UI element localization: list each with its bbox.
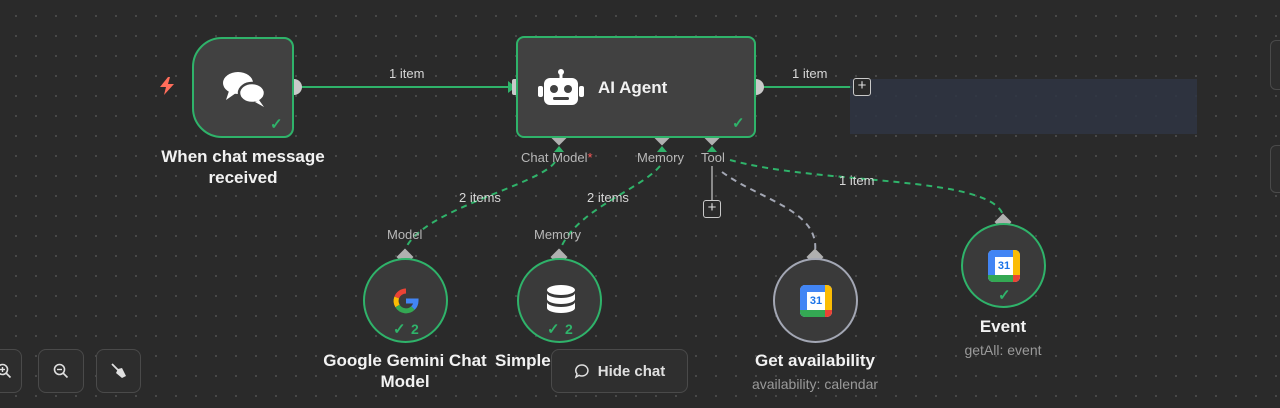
success-check-icon: ✓ — [547, 321, 560, 338]
robot-icon — [538, 69, 584, 112]
chat-model-port-label: Chat Model* — [521, 150, 593, 165]
google-calendar-icon: 31 — [800, 285, 832, 317]
simple-memory-node[interactable]: ✓ 2 — [517, 258, 602, 343]
google-icon — [392, 287, 420, 320]
edge-tool-event[interactable] — [729, 159, 1004, 216]
edge-memory[interactable] — [559, 165, 661, 251]
edge-label: 2 items — [459, 190, 501, 205]
agent-title: AI Agent — [598, 78, 668, 97]
run-count: 2 — [411, 321, 419, 337]
gemini-model-node[interactable]: ✓ 2 — [363, 258, 448, 343]
hide-chat-button[interactable]: Hide chat — [551, 349, 688, 393]
edge-label: 1 item — [839, 173, 875, 188]
success-check-icon: ✓ — [393, 321, 406, 338]
edge-label: 1 item — [792, 66, 828, 81]
ai-agent-node[interactable]: AI Agent ✓ — [516, 36, 756, 138]
chat-bubbles-icon — [221, 69, 269, 114]
event-subtitle: getAll: event — [964, 342, 1042, 358]
gemini-model-title: Google Gemini Chat Model — [323, 351, 487, 391]
zoom-out-button[interactable] — [38, 349, 84, 393]
side-panel-edge[interactable] — [1270, 40, 1280, 90]
tool-port-label: Tool — [701, 150, 725, 165]
broom-icon — [110, 363, 126, 378]
trigger-title: When chat message received — [161, 147, 325, 187]
simple-memory-title: Simple — [495, 351, 551, 370]
database-icon — [546, 285, 576, 322]
edge-tool-availability[interactable] — [721, 171, 817, 253]
event-title: Event — [979, 317, 1027, 336]
port-indicator — [707, 146, 717, 152]
trigger-node[interactable]: ✓ — [192, 37, 294, 138]
lightning-icon — [158, 76, 176, 101]
zoom-in-button[interactable] — [0, 349, 22, 393]
success-check-icon: ✓ — [998, 287, 1011, 304]
run-count: 2 — [565, 321, 573, 337]
get-availability-subtitle: availability: calendar — [751, 376, 879, 392]
memory-node-port-label: Memory — [534, 227, 581, 242]
side-panel-edge[interactable] — [1270, 145, 1280, 193]
google-calendar-icon: 31 — [988, 250, 1020, 282]
add-tool-button[interactable]: + — [703, 200, 721, 218]
chat-icon — [574, 364, 589, 379]
tidy-up-button[interactable] — [96, 349, 141, 393]
get-availability-node[interactable]: 31 — [773, 258, 858, 343]
edge-label: 2 items — [587, 190, 629, 205]
zoom-out-icon — [53, 363, 69, 379]
success-check-icon: ✓ — [270, 116, 283, 133]
get-availability-title: Get availability — [755, 351, 875, 370]
hide-chat-label: Hide chat — [597, 362, 666, 380]
event-node[interactable]: 31 ✓ — [961, 223, 1046, 308]
edge-label: 1 item — [389, 66, 425, 81]
memory-port-label: Memory — [637, 150, 684, 165]
add-node-button[interactable]: + — [853, 78, 871, 96]
zoom-in-icon — [0, 363, 12, 379]
model-port-label: Model — [387, 227, 423, 242]
success-check-icon: ✓ — [732, 115, 745, 132]
port-indicator — [657, 146, 667, 152]
port-indicator — [554, 146, 564, 152]
edge-model[interactable] — [404, 161, 556, 251]
selection-area — [850, 79, 1197, 134]
